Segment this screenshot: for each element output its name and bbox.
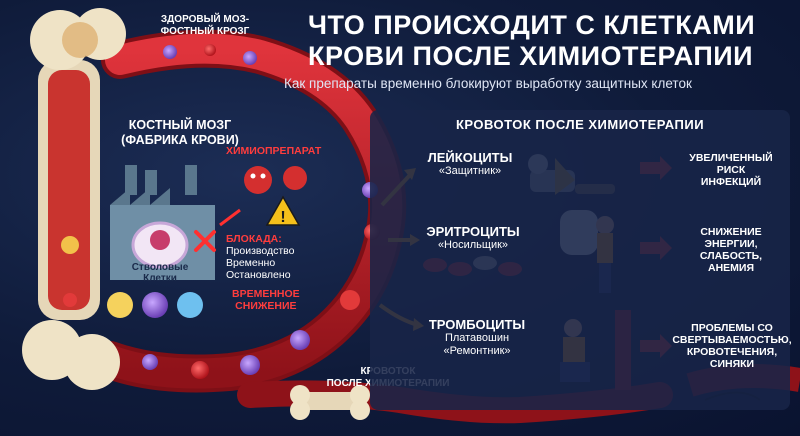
erythrocytes-title: ЭРИТРОЦИТЫ: [426, 224, 520, 239]
leukocytes-role: «Защитник»: [438, 165, 502, 177]
erythrocytes-effect-line-1: СНИЖЕНИЕ: [700, 226, 762, 238]
svg-text:!: !: [280, 209, 285, 226]
temporary-decrease-line-2: СНИЖЕНИЕ: [235, 300, 297, 312]
thrombocytes-section: ТРОМБОЦИТЫ Платавошин «Ремонтник»: [422, 317, 532, 358]
stem-cells-label-line-2: Клетки: [143, 273, 177, 284]
marrow-title-line-2: (ФАБРИКА КРОВИ): [121, 133, 239, 147]
erythrocytes-section: ЭРИТРОЦИТЫ «Носильщик»: [418, 224, 528, 252]
leukocytes-title: ЛЕЙКОЦИТЫ: [427, 150, 513, 165]
blockade-line-2: Временно: [226, 257, 276, 269]
leukocytes-effect-line-3: ИНФЕКЦИЙ: [700, 176, 762, 188]
erythrocytes-effect-line-2: ЭНЕРГИИ,: [704, 238, 758, 250]
temporary-decrease-label: ВРЕМЕННОЕ СНИЖЕНИЕ: [232, 288, 300, 312]
blockade-title: БЛОКАДА:: [226, 233, 282, 245]
thrombocytes-effect-line-3: КРОВОТЕЧЕНИЯ,: [686, 346, 778, 358]
marrow-title-line-1: КОСТНЫЙ МОЗГ: [128, 118, 232, 132]
panel-title: КРОВОТОК ПОСЛЕ ХИМИОТЕРАПИИ: [455, 117, 705, 132]
erythrocytes-effect-line-3: СЛАБОСТЬ,: [699, 250, 763, 262]
title-line-2: КРОВИ ПОСЛЕ ХИМИОТЕРАПИИ: [308, 41, 754, 71]
title-line-1: ЧТО ПРОИСХОДИТ С КЛЕТКАМИ: [308, 10, 756, 40]
blockade-note: БЛОКАДА: Производство Временно Остановле…: [226, 233, 294, 281]
thrombocytes-effect-line-4: СИНЯКИ: [709, 358, 755, 370]
chemo-virus-icon: [244, 166, 307, 194]
erythrocytes-effect: СНИЖЕНИЕ ЭНЕРГИИ, СЛАБОСТЬ, АНЕМИЯ: [676, 226, 786, 274]
thrombocytes-title: ТРОМБОЦИТЫ: [428, 317, 526, 332]
page-title: ЧТО ПРОИСХОДИТ С КЛЕТКАМИ КРОВИ ПОСЛЕ ХИ…: [308, 10, 788, 72]
page-subtitle: Как препараты временно блокируют выработ…: [284, 76, 692, 91]
stem-cells-label: Стволовые Клетки: [118, 262, 202, 284]
marrow-title: КОСТНЫЙ МОЗГ (ФАБРИКА КРОВИ): [110, 118, 250, 148]
thrombocytes-role: Платавошин: [444, 332, 510, 344]
temporary-decrease-line-1: ВРЕМЕННОЕ: [232, 288, 300, 300]
warning-icon: [265, 195, 301, 226]
blockade-line-3: Остановлено: [226, 269, 291, 281]
leukocytes-section: ЛЕЙКОЦИТЫ «Защитник»: [415, 150, 525, 178]
thrombocytes-effect-line-1: ПРОБЛЕМЫ СО: [691, 322, 773, 334]
healthy-marrow-label-line-2: ФОСТНЫЙ КРОЗГ: [160, 26, 250, 37]
bloodstream-panel: [370, 110, 790, 410]
healthy-marrow-label: ЗДОРОВЫЙ МОЗ- ФОСТНЫЙ КРОЗГ: [140, 14, 270, 38]
thrombocytes-effect: ПРОБЛЕМЫ СО СВЕРТЫВАЕМОСТЬЮ, КРОВОТЕЧЕНИ…: [668, 322, 796, 370]
block-x-icon: [194, 230, 216, 252]
chemo-label: ХИМИОПРЕПАРАТ: [226, 145, 322, 157]
thrombocytes-role-2: «Ремонтник»: [443, 345, 511, 357]
thrombocytes-effect-line-2: СВЕРТЫВАЕМОСТЬЮ,: [672, 334, 792, 346]
stem-cells-label-line-1: Стволовые: [131, 262, 189, 273]
factory-icon: [110, 165, 215, 280]
bone: [22, 8, 126, 390]
erythrocytes-effect-line-4: АНЕМИЯ: [707, 262, 754, 274]
leukocytes-effect-line-1: УВЕЛИЧЕННЫЙ: [689, 152, 773, 164]
healthy-marrow-label-line-1: ЗДОРОВЫЙ МОЗ-: [160, 14, 250, 25]
leukocytes-effect: УВЕЛИЧЕННЫЙ РИСК ИНФЕКЦИЙ: [676, 152, 786, 188]
leukocytes-effect-line-2: РИСК: [716, 164, 746, 176]
blockade-line-1: Производство: [226, 245, 295, 257]
erythrocytes-role: «Носильщик»: [437, 239, 509, 251]
